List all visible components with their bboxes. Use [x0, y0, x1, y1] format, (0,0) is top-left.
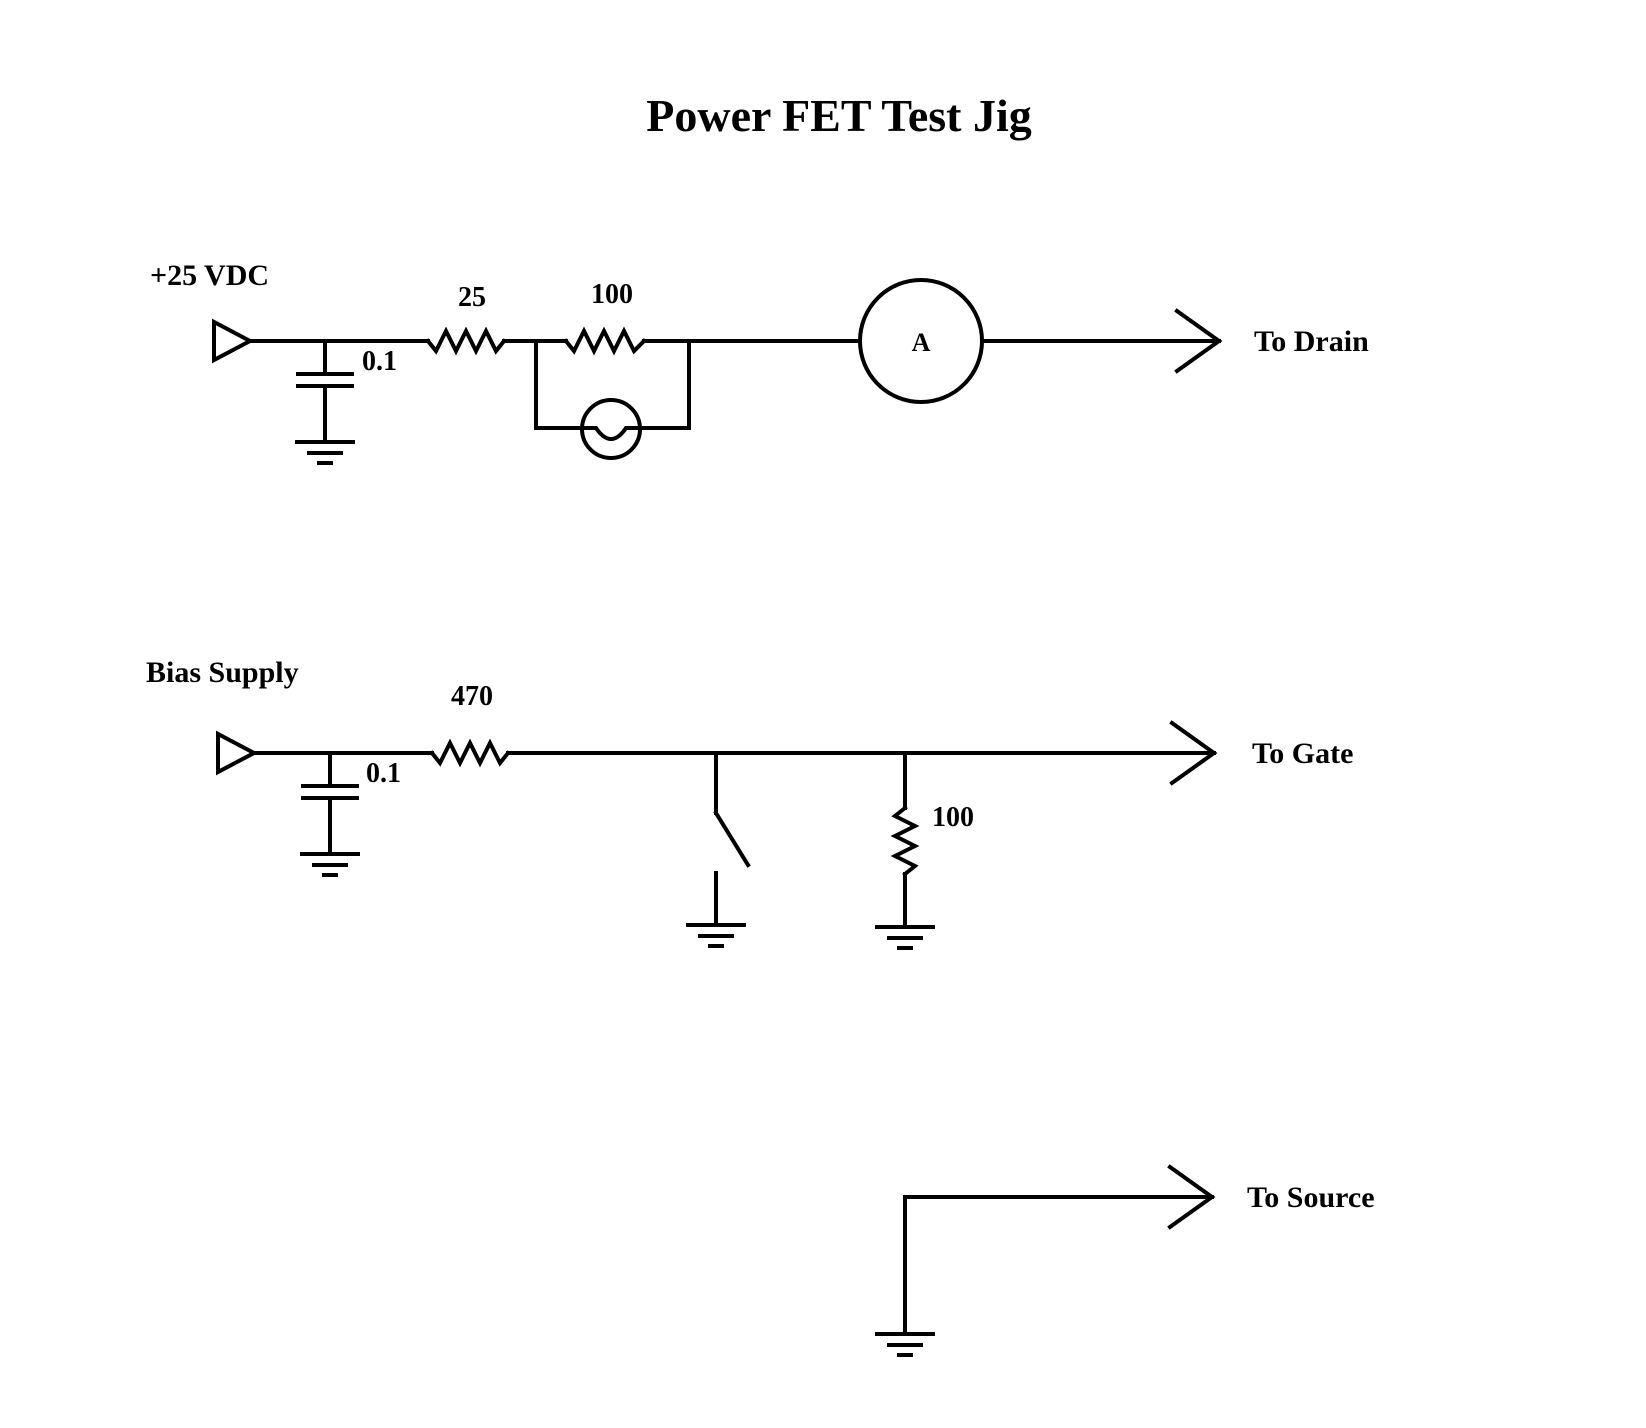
drain-capacitor-value: 0.1 [362, 346, 397, 377]
source-circuit: To Source [875, 1164, 1375, 1357]
drain-arrow-icon [1174, 308, 1223, 374]
drain-resistor-2 [563, 326, 647, 356]
gate-series-resistor [429, 738, 511, 768]
diagram-title: Power FET Test Jig [646, 90, 1032, 141]
source-ground-icon [875, 1332, 935, 1357]
gate-shunt-resistor-value: 100 [932, 802, 974, 833]
drain-bypass-capacitor [296, 339, 354, 444]
lamp-icon [580, 398, 642, 460]
source-wire [903, 1195, 1214, 1336]
gate-capacitor-value: 0.1 [366, 758, 401, 789]
source-arrow-icon [1167, 1164, 1216, 1230]
source-output-label: To Source [1247, 1181, 1375, 1214]
drain-resistor-2-value: 100 [591, 279, 633, 310]
drain-output-label: To Drain [1254, 325, 1369, 358]
drain-resistor-1 [425, 326, 507, 356]
gate-bypass-capacitor [301, 751, 359, 856]
drain-supply-label: +25 VDC [150, 259, 269, 292]
drain-resistor-1-value: 25 [458, 282, 486, 313]
gate-capacitor-ground-icon [300, 852, 360, 877]
gate-switch-icon [713, 751, 751, 927]
drain-capacitor-ground-icon [295, 440, 355, 465]
gate-shunt-ground-icon [875, 925, 935, 950]
drain-supply-terminal-icon [212, 318, 255, 364]
drain-parallel-branch-left [534, 339, 584, 430]
drain-parallel-branch-right [638, 339, 691, 430]
gate-shunt-resistor [890, 751, 920, 929]
gate-supply-terminal-icon [216, 730, 259, 776]
gate-arrow-icon [1169, 720, 1218, 786]
gate-output-label: To Gate [1252, 737, 1353, 770]
gate-circuit: Bias Supply 0.1 470 [146, 656, 1353, 950]
ammeter-label: A [912, 328, 931, 357]
drain-circuit: +25 VDC 0.1 25 100 [150, 259, 1369, 465]
gate-supply-label: Bias Supply [146, 656, 299, 689]
gate-series-resistor-value: 470 [451, 681, 493, 712]
gate-switch-ground-icon [686, 923, 746, 948]
